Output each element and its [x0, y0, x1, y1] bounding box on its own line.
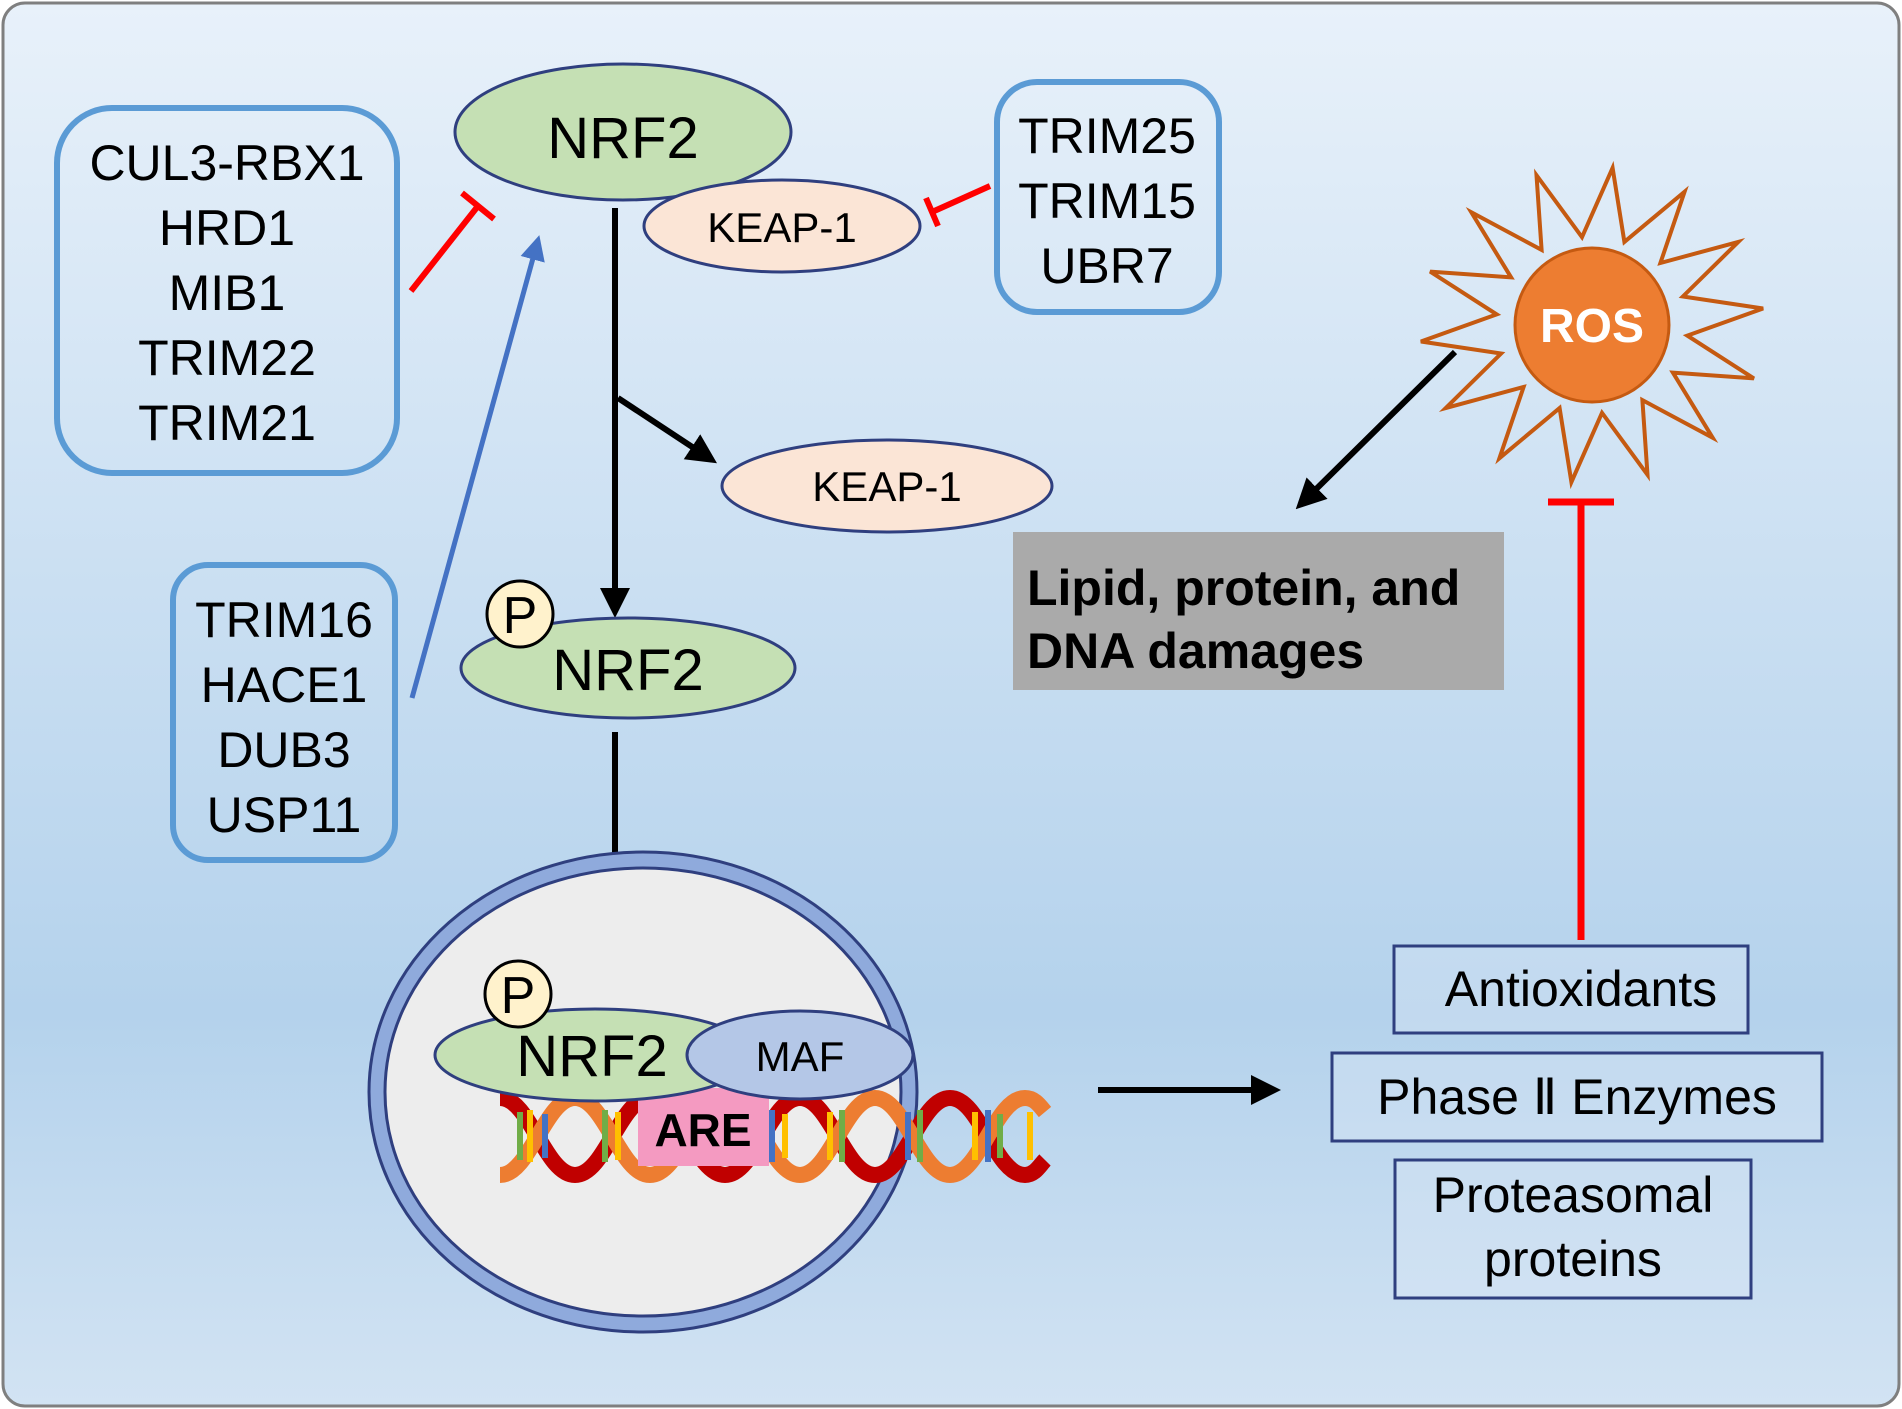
- dub-box: TRIM16 HACE1 DUB3 USP11: [170, 562, 398, 863]
- ligase-item: TRIM22: [138, 330, 316, 386]
- phosphate-label: P: [503, 587, 538, 645]
- proteasomal-box: [1393, 1158, 1753, 1300]
- ligase-item: TRIM21: [138, 395, 316, 451]
- proteasomal-line: Proteasomal: [1433, 1167, 1714, 1223]
- keap1-free-label: KEAP-1: [812, 463, 961, 510]
- ligase-box: CUL3-RBX1 HRD1 MIB1 TRIM22 TRIM21: [54, 105, 400, 476]
- keap-ligase-item: TRIM25: [1018, 108, 1196, 164]
- are-label: ARE: [654, 1104, 751, 1156]
- p-nrf2-ellipse: [459, 616, 797, 720]
- dub-item: DUB3: [217, 722, 350, 778]
- keap-ligase-box: TRIM25 TRIM15 UBR7: [994, 79, 1222, 315]
- ros-damage-arrow: [1295, 349, 1458, 510]
- maf-label: MAF: [756, 1033, 845, 1080]
- ligase-box-frame: [54, 105, 400, 476]
- proteasomal-line: proteins: [1484, 1231, 1662, 1287]
- damage-box: [1013, 532, 1504, 690]
- phase2-box: [1330, 1051, 1824, 1143]
- ligase-item: CUL3-RBX1: [89, 135, 364, 191]
- ligase-inhibit-arrow: [408, 190, 496, 293]
- ros-circle: [1513, 246, 1671, 404]
- keap1-bound-label: KEAP-1: [707, 204, 856, 251]
- dub-item: TRIM16: [195, 592, 373, 648]
- phase2-label: Phase Ⅱ Enzymes: [1377, 1069, 1777, 1125]
- ligase-item: HRD1: [159, 200, 295, 256]
- keap1-free-ellipse: [720, 438, 1054, 534]
- are-box: [638, 1088, 769, 1166]
- keap-ligase-item: TRIM15: [1018, 173, 1196, 229]
- nrf2-label: NRF2: [547, 106, 698, 171]
- dub-box-frame: [170, 562, 398, 863]
- dub-stabilize-arrow: [409, 235, 545, 699]
- antioxidants-label: Antioxidants: [1445, 961, 1717, 1017]
- nuclear-nrf2-label: NRF2: [516, 1024, 667, 1089]
- nuclear-phosphate-label: P: [501, 967, 536, 1025]
- nuclear-phosphate-circle: [483, 959, 553, 1029]
- dna-strand-orange: [498, 1089, 1052, 1184]
- keap-ligase-box-frame: [994, 79, 1222, 315]
- dub-item: USP11: [207, 787, 362, 843]
- dub-item: HACE1: [201, 657, 368, 713]
- ros-label: ROS: [1540, 300, 1644, 353]
- maf-ellipse: [685, 1009, 915, 1101]
- keap-ligase-inhibit-arrow: [923, 183, 992, 228]
- nrf2-ellipse: [453, 62, 793, 202]
- damage-line: Lipid, protein, and: [1027, 560, 1460, 616]
- antioxidant-inhibit-arrow: [1548, 498, 1614, 940]
- keap1-release-arrow: [616, 395, 718, 464]
- phosphate-circle: [485, 579, 555, 649]
- antioxidants-box: [1392, 944, 1750, 1035]
- ros-burst: ROS: [1420, 160, 1764, 490]
- ligase-item: MIB1: [169, 265, 286, 321]
- p-nrf2-label: NRF2: [552, 638, 703, 703]
- keap-ligase-item: UBR7: [1040, 238, 1173, 294]
- keap1-bound-ellipse: [642, 178, 922, 274]
- damage-line: DNA damages: [1027, 623, 1364, 679]
- ros-star: [1420, 160, 1764, 490]
